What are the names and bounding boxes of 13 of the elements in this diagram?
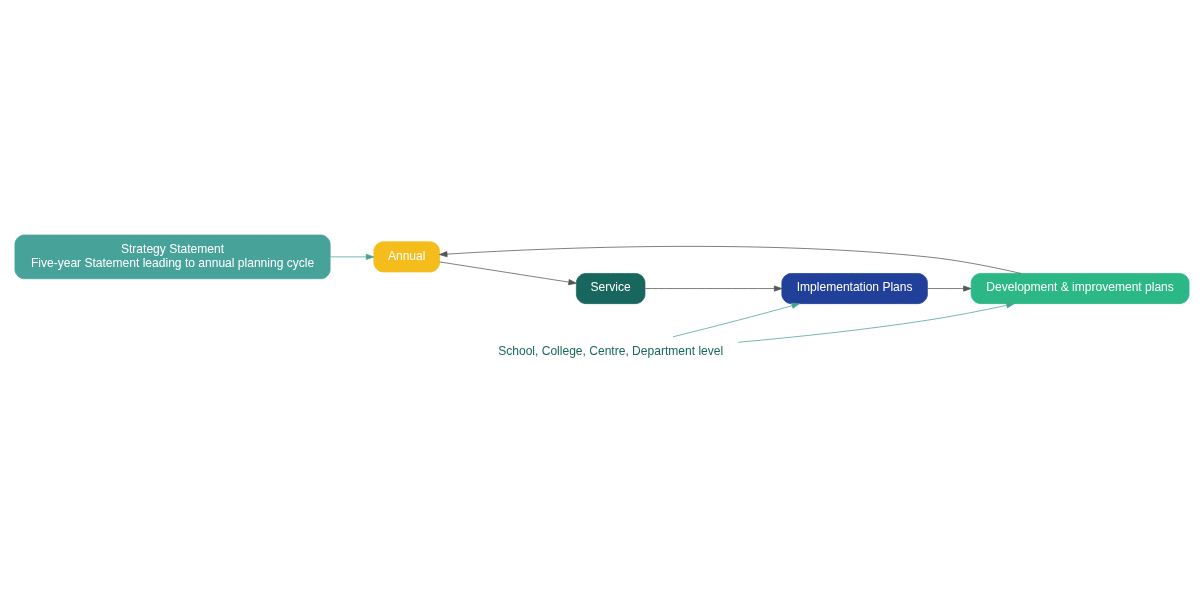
node-box: Strategy Statement Five-year Statement leading to annual planning cycle [14,234,331,279]
arrow [439,245,1022,274]
arrow [644,285,783,292]
node-text: School, College, Centre, Department level [498,343,724,358]
node-box: Implementation Plans [781,272,928,304]
arrow [439,261,577,285]
arrow [330,253,375,260]
node-box: Service [576,272,646,304]
arrow [672,302,800,337]
node-box: Development & improvement plans [970,272,1190,304]
arrow [737,301,1015,343]
arrow [927,285,972,292]
node-box: Annual [373,240,440,272]
